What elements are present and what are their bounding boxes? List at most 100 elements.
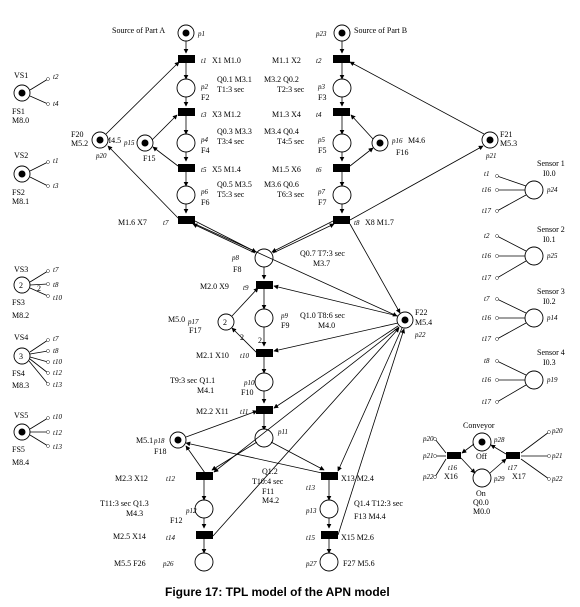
vs1-token	[18, 89, 26, 97]
p7-tag2: F7	[318, 198, 326, 207]
t9-label: t9	[243, 284, 249, 292]
p27-tag: F27 M5.6	[343, 559, 375, 568]
p5-tag2: F5	[318, 146, 326, 155]
token-p28	[478, 438, 486, 446]
place-p10	[254, 372, 274, 392]
weight-2-arc: 2	[258, 336, 262, 345]
sensor1-place	[524, 180, 544, 200]
arc-p8-t8	[272, 223, 335, 254]
t15-label: t15	[306, 534, 315, 542]
t15-tag: X15 M2.6	[341, 533, 374, 542]
t6-label: t6	[316, 166, 322, 174]
arc-t5-p15	[152, 146, 179, 167]
token-p21	[486, 136, 494, 144]
vs3-tokens: 2	[19, 281, 23, 290]
arc-t13-p18	[185, 441, 323, 474]
transition-t3	[178, 108, 195, 116]
vs2-token	[18, 170, 26, 178]
sensor-1: Sensor 1 I0.0 p24 t1 t16 t17	[482, 159, 565, 215]
t12-tag: M2.3 X12	[115, 474, 148, 483]
vs4-out-c: t10	[53, 358, 62, 366]
p1-label: p1	[197, 30, 205, 38]
p8-info1: Q0.7 T7:3 sec	[300, 249, 345, 258]
vs5-label: VS5	[14, 411, 28, 420]
arc-t8-p8	[271, 220, 334, 253]
vs4-tokens: 3	[19, 352, 23, 361]
conveyor-q: Q0.0	[473, 498, 489, 507]
vs3-arc-c	[29, 287, 50, 298]
arc-p22-t11	[273, 325, 399, 409]
vs1-out-b: t4	[53, 100, 59, 108]
t3-label: t3	[201, 111, 207, 119]
p5-label: p5	[317, 136, 326, 144]
t14-tag: M2.5 X14	[113, 532, 146, 541]
token-p23	[338, 29, 346, 37]
selector-vs2: VS2 FS2 M8.1 t1 t3	[12, 151, 59, 206]
selector-vs4: VS4 3 FS4 M8.3 t7 t8 t10 t12 t13	[12, 333, 62, 390]
sensor1-name: Sensor 1	[537, 159, 565, 168]
p9-label: p9	[280, 312, 289, 320]
p2-tag2: F2	[201, 93, 209, 102]
arc-t15-p22	[337, 328, 406, 536]
conv-left-in-2: p21	[422, 452, 434, 460]
t17-label: t17	[508, 464, 517, 472]
fs3-m: M8.2	[12, 311, 29, 320]
p10-tag3: F10	[241, 388, 253, 397]
sensor1-in-a: t1	[484, 170, 489, 178]
p10-tag2: M4.1	[197, 386, 214, 395]
arc-t7-p20	[107, 145, 181, 221]
sensor3-arc-a	[495, 297, 527, 314]
p17-tag2: F17	[189, 326, 201, 335]
t8-tag: X8 M1.7	[365, 218, 394, 227]
p9-tag2: M4.0	[318, 321, 335, 330]
transition-t2	[333, 55, 350, 63]
sensor2-in-c: t17	[482, 274, 491, 282]
place-p27	[319, 552, 339, 572]
arc-p8-t7	[192, 223, 256, 254]
token-p22	[401, 316, 409, 324]
p20-tag1: F20	[71, 130, 83, 139]
place-p11	[254, 428, 274, 448]
sensor-3: Sensor 3 I0.2 p14 t7 t16 t17	[482, 287, 565, 343]
token-p16	[376, 139, 384, 147]
p6-tag3: T5:3 sec	[217, 190, 245, 199]
t7-label: t7	[163, 219, 169, 227]
transition-t13	[321, 472, 338, 480]
arc-t17-p28	[490, 444, 507, 455]
p6-label: p6	[200, 188, 209, 196]
fs4-m: M8.3	[12, 381, 29, 390]
t7-tag: M1.6 X7	[118, 218, 147, 227]
selector-vs5: VS5 FS5 M8.4 t10 t12 t13	[12, 411, 62, 467]
conveyor-on: On	[476, 489, 486, 498]
t11-tag: M2.2 X11	[196, 407, 229, 416]
place-p13	[319, 499, 339, 519]
selector-vs1: VS1 FS1 M8.0 t2 t4	[12, 71, 59, 125]
place-p4	[176, 133, 196, 153]
t5-tag: X5 M1.4	[212, 165, 241, 174]
place-p12	[194, 499, 214, 519]
p6-tag1: Q0.5 M3.5	[217, 180, 252, 189]
p15-tag2: F15	[143, 154, 155, 163]
p18-label: p18	[153, 437, 165, 445]
mid-tag2: T10:4 sec	[252, 477, 284, 486]
sensor2-addr: I0.1	[543, 235, 556, 244]
token-p18	[174, 436, 182, 444]
arc-p16-t4	[350, 114, 374, 140]
sensor4-arc-a	[495, 359, 527, 376]
vs4-place	[13, 347, 31, 365]
weight-2-label: 2	[240, 333, 244, 342]
place-p3	[332, 78, 352, 98]
sensor2-arc-c	[495, 260, 527, 280]
transition-t6	[333, 164, 350, 172]
arc-p22-t10	[273, 322, 399, 353]
t8-label: t8	[354, 219, 360, 227]
vs4-arc-b	[29, 349, 50, 355]
p21-tag1: F21	[500, 130, 512, 139]
vs4-out-d: t12	[53, 369, 62, 377]
p13-tag2: F13 M4.4	[354, 512, 386, 521]
conv-left-arc-1	[433, 437, 447, 454]
transition-t11	[256, 406, 273, 414]
p16-tag1: M4.6	[408, 136, 425, 145]
